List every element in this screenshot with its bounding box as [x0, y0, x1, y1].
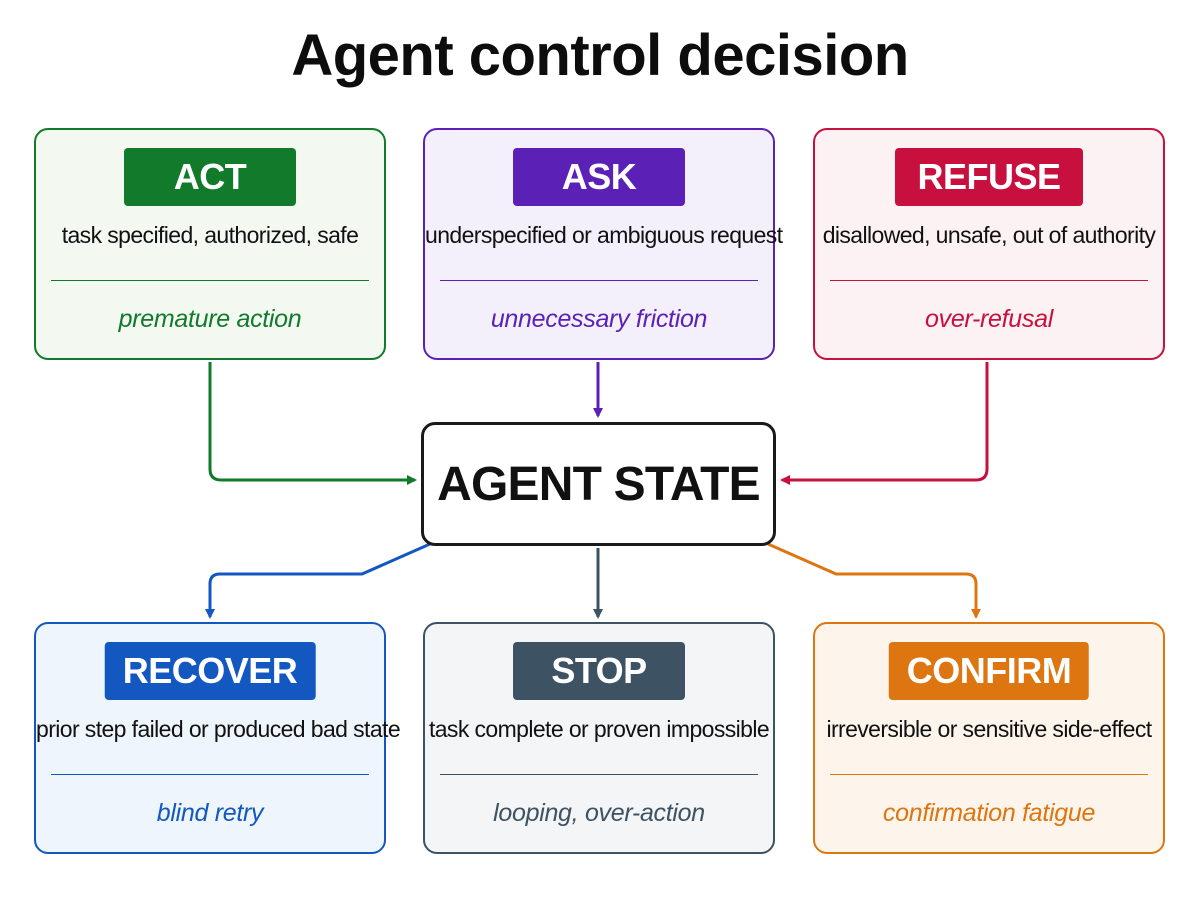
confirm-badge: CONFIRM: [888, 642, 1090, 700]
stop-badge: STOP: [513, 642, 685, 700]
confirm-condition: irreversible or sensitive side-effect: [826, 716, 1152, 742]
stop-risk: looping, over-action: [493, 799, 705, 827]
recover-badge: RECOVER: [104, 642, 316, 700]
arrow-act-to-agent-state: [208, 362, 417, 485]
arrow-agent-state-to-recover: [205, 542, 431, 619]
card-recover: RECOVER prior step failed or produced ba…: [34, 622, 401, 854]
ask-badge: ASK: [513, 148, 685, 206]
diagram-title: Agent control decision: [291, 23, 909, 88]
stop-condition: task complete or proven impossible: [428, 716, 770, 742]
card-refuse: REFUSE disallowed, unsafe, out of author…: [813, 128, 1165, 360]
confirm-divider: [830, 774, 1148, 775]
ask-risk: unnecessary friction: [490, 305, 708, 333]
card-ask: ASK underspecified or ambiguous request …: [423, 128, 783, 360]
act-divider: [51, 280, 369, 281]
refuse-condition: disallowed, unsafe, out of authority: [822, 222, 1156, 248]
ask-condition: underspecified or ambiguous request: [425, 222, 783, 248]
arrow-refuse-to-agent-state: [780, 362, 989, 485]
stop-divider: [440, 774, 758, 775]
refuse-divider: [830, 280, 1148, 281]
recover-divider: [51, 774, 369, 775]
ask-divider: [440, 280, 758, 281]
act-badge: ACT: [124, 148, 296, 206]
card-act: ACT task specified, authorized, safe pre…: [34, 128, 386, 360]
act-condition: task specified, authorized, safe: [61, 222, 359, 248]
refuse-risk: over-refusal: [925, 305, 1053, 333]
refuse-badge: REFUSE: [895, 148, 1083, 206]
act-risk: premature action: [118, 305, 302, 333]
agent-state-node: AGENT STATE: [421, 422, 776, 546]
confirm-risk: confirmation fatigue: [882, 799, 1096, 827]
recover-condition: prior step failed or produced bad state: [36, 716, 401, 742]
card-confirm: CONFIRM irreversible or sensitive side-e…: [813, 622, 1165, 854]
recover-risk: blind retry: [156, 799, 264, 827]
arrow-agent-state-to-confirm: [767, 542, 981, 619]
card-stop: STOP task complete or proven impossible …: [423, 622, 775, 854]
